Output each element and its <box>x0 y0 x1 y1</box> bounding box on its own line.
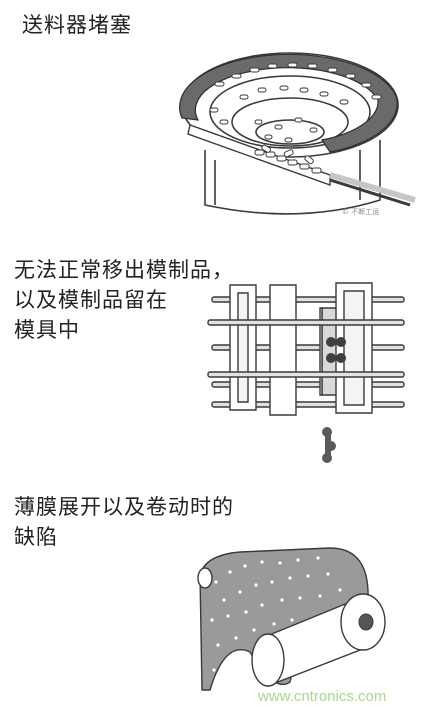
caption-feeder-clog: 送料器堵塞 <box>22 10 132 40</box>
caption-line: 送料器堵塞 <box>22 13 132 37</box>
watermark: www.cntronics.com <box>258 688 387 705</box>
film-defects <box>210 556 342 672</box>
caption-mold-removal: 无法正常移出模制品， 以及模制品留在 模具中 <box>14 255 234 345</box>
caption-line: 缺陷 <box>14 525 58 549</box>
caption-line: 模具中 <box>14 318 80 342</box>
copyright-stamp: © 不断工运 <box>342 207 379 216</box>
dropped-part <box>322 427 336 463</box>
feeder-parts <box>209 62 382 174</box>
caption-line: 薄膜展开以及卷动时的 <box>14 495 234 519</box>
caption-line: 以及模制品留在 <box>14 288 168 312</box>
caption-line: 无法正常移出模制品， <box>14 258 234 282</box>
feeder-track <box>179 53 398 153</box>
stuck-part <box>326 337 346 363</box>
caption-film-defects: 薄膜展开以及卷动时的 缺陷 <box>14 492 234 552</box>
